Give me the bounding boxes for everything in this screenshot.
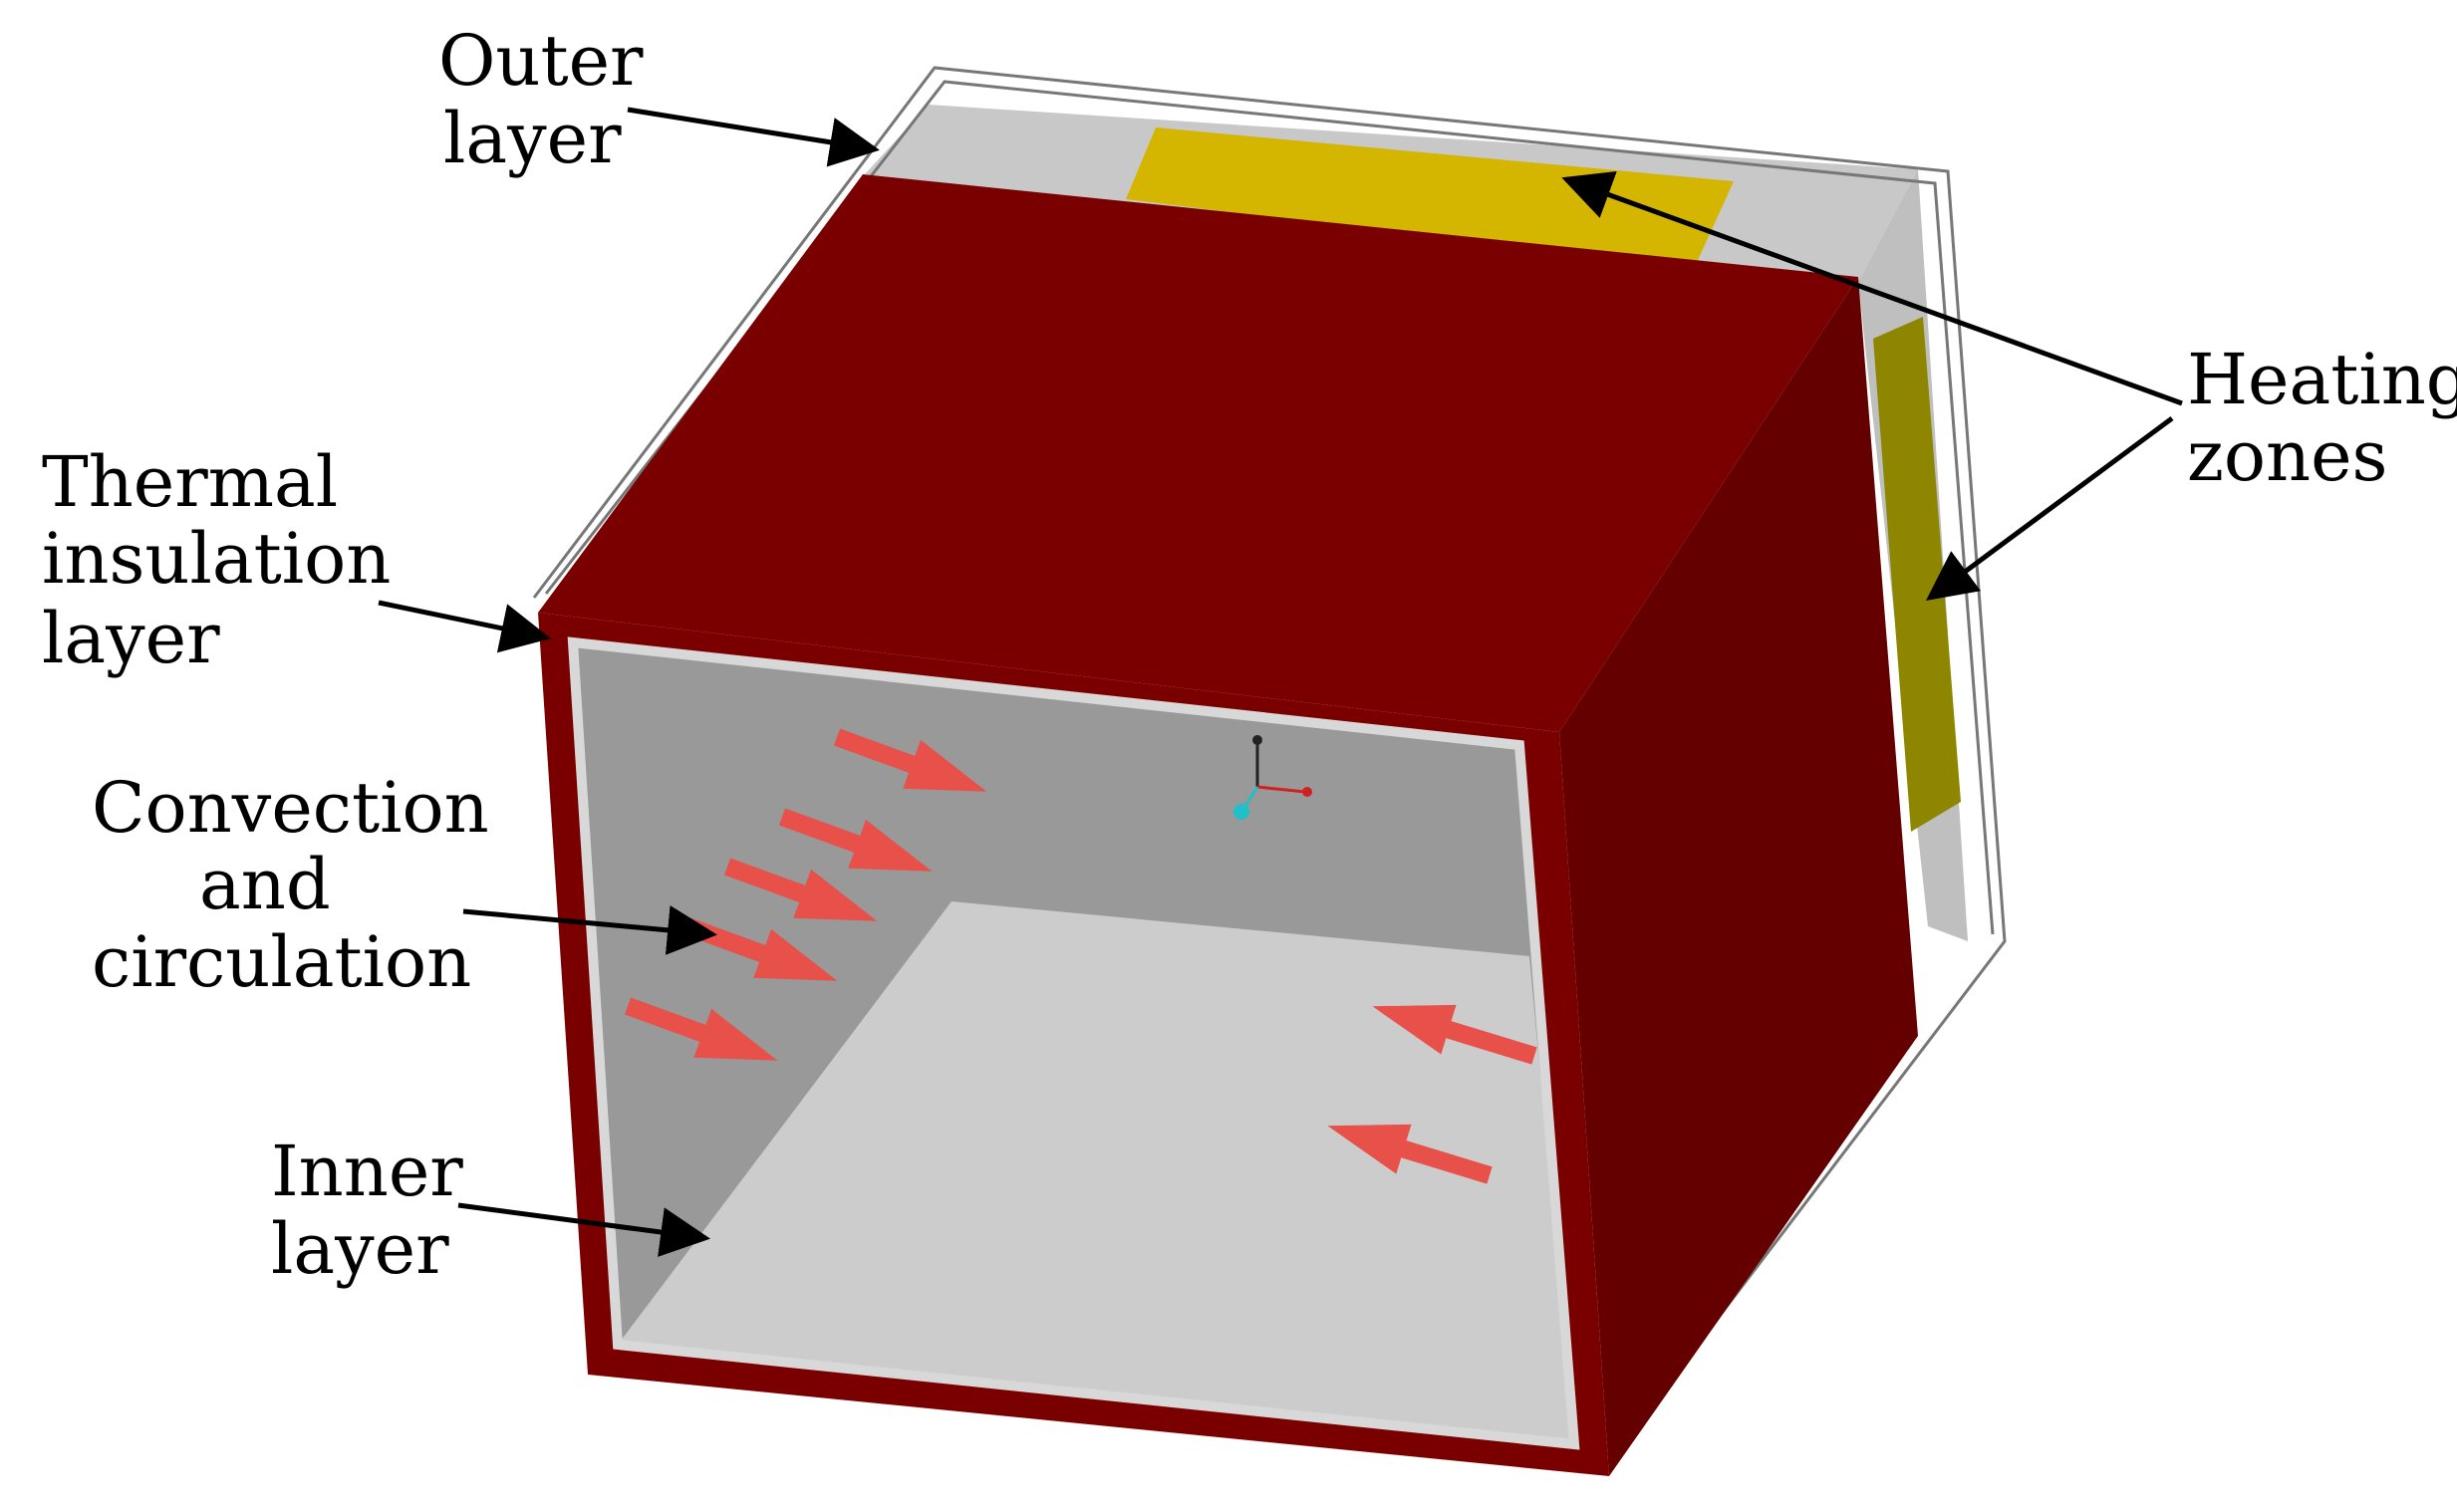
flow-arrow	[1327, 1124, 1493, 1184]
label-heating-line2: zones	[2187, 415, 2387, 497]
label-inner-line2: layer	[271, 1208, 449, 1290]
label-inner-layer: Inner layer	[271, 1131, 463, 1290]
heating-zone-top	[1126, 127, 1734, 269]
insulation-side	[1559, 277, 1918, 1476]
label-thermal-line1: Thermal	[42, 441, 338, 523]
inner-floor	[618, 901, 1574, 1444]
label-convection-circulation: Convection and circulation	[92, 767, 489, 1003]
label-inner-line1: Inner	[271, 1131, 463, 1212]
outer-layer-callout	[627, 107, 880, 167]
insulation-top	[538, 174, 1858, 732]
flow-arrow	[778, 808, 933, 872]
label-convection-line1: Convection	[92, 767, 489, 849]
heating-top-callout	[1561, 170, 2183, 406]
label-thermal-line3: layer	[42, 598, 220, 679]
label-heating-line1: Heating	[2187, 339, 2457, 420]
label-outer-layer: Outer layer	[438, 20, 644, 179]
heating-zone-side	[1873, 317, 1961, 832]
flow-arrow	[1372, 1004, 1537, 1065]
flow-arrow	[833, 728, 987, 792]
callout-arrows	[378, 107, 2183, 1257]
label-thermal-line2: insulation	[42, 518, 391, 600]
label-convection-line3: circulation	[92, 921, 471, 1003]
flow-arrow	[624, 997, 778, 1061]
inner-layer-rim	[567, 636, 1580, 1450]
coordinate-axes-icon	[1233, 735, 1312, 820]
convection-arrows	[624, 728, 1537, 1184]
label-thermal-insulation-layer: Thermal insulation layer	[42, 441, 391, 679]
convection-callout	[462, 904, 717, 955]
label-outer-line1: Outer	[438, 20, 644, 102]
flow-arrow	[723, 858, 878, 921]
label-convection-line2: and	[199, 844, 331, 925]
inner-layer-callout	[457, 1202, 710, 1257]
heating-side-callout	[1925, 415, 2174, 601]
thermal-insulation-callout	[378, 600, 551, 653]
flow-arrow	[683, 917, 838, 981]
label-heating-zones: Heating zones	[2187, 339, 2457, 497]
label-outer-line2: layer	[443, 98, 622, 179]
